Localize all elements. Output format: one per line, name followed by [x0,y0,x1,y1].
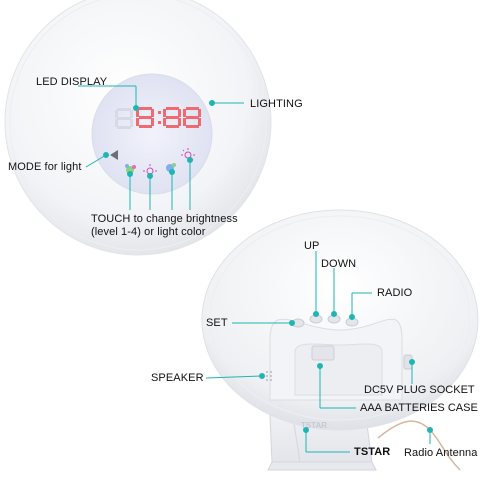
stand-brand: TSTAR [301,421,327,430]
label-down: DOWN [321,258,357,270]
label-batteries: AAA BATTERIES CASE [360,402,478,414]
label-mode-for-light: MODE for light [8,161,82,173]
label-radio: RADIO [377,287,413,299]
label-speaker: SPEAKER [151,372,204,384]
back-buttons[interactable] [291,314,359,328]
label-radio-antenna: Radio Antenna [404,447,478,459]
display-window [91,73,213,195]
label-touch-line2: (level 1-4) or light color [91,226,206,238]
label-set: SET [206,317,228,329]
label-touch-line1: TOUCH to change brightness [91,213,238,225]
mode-left-arrow-icon[interactable] [110,150,118,160]
front-lamp-inner-ring [9,0,267,251]
label-led-display: LED DISPLAY [36,76,108,88]
battery-case[interactable] [311,345,335,361]
back-lamp: TSTAR [201,209,479,471]
led-digits [115,107,201,129]
callout-lines [78,85,433,453]
label-dc-socket: DC5V PLUG SOCKET [364,384,475,396]
label-tstar: TSTAR [354,446,391,458]
label-lighting: LIGHTING [250,98,303,110]
label-up: UP [304,240,320,252]
speaker-grille [266,371,272,381]
front-lamp [4,0,272,256]
